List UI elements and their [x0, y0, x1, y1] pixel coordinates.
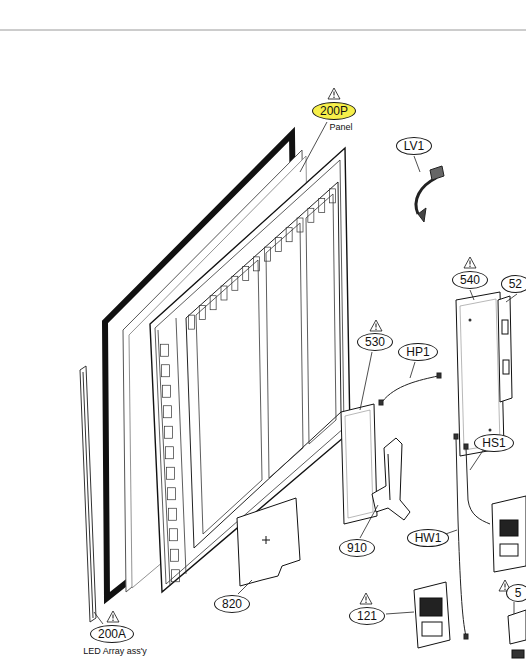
warning-triangle	[360, 593, 372, 604]
panel-rib	[308, 208, 314, 222]
panel-rib	[275, 237, 281, 251]
panel-rib	[165, 426, 173, 438]
callout-text: 5	[515, 587, 522, 599]
small-part	[508, 610, 526, 658]
panel-rib	[232, 276, 238, 290]
panel-rib	[163, 385, 171, 397]
speaker-module	[492, 496, 526, 572]
callout-text: 820	[222, 598, 242, 610]
panel-rib	[221, 286, 227, 300]
callout-text: 200P	[320, 105, 348, 117]
callout-text: HW1	[415, 532, 442, 544]
panel-rib	[188, 315, 194, 329]
panel-rib	[199, 305, 205, 319]
callout-text: 540	[460, 274, 480, 286]
panel-rib	[164, 406, 172, 418]
main-board	[456, 292, 504, 456]
callout-number: 121	[349, 607, 385, 625]
lvds-cable	[416, 166, 444, 222]
callout-text: 910	[347, 542, 367, 554]
panel-rib	[286, 228, 292, 242]
panel-rib	[169, 508, 177, 520]
led-array	[80, 366, 96, 622]
callout-text: 52	[509, 278, 522, 290]
hw1-cable	[454, 434, 468, 639]
panel-rib	[254, 257, 260, 271]
panel-rib	[330, 189, 336, 203]
panel-rib	[168, 488, 176, 500]
leader-line	[94, 122, 517, 624]
panel-rib	[210, 296, 216, 310]
panel-module	[150, 148, 350, 592]
panel-rib	[264, 247, 270, 261]
callout-number: HP1	[398, 343, 437, 361]
callout-number: 540	[452, 271, 488, 289]
panel-rib	[162, 365, 170, 377]
side-bracket	[498, 296, 512, 402]
callout-number: 820	[214, 595, 250, 613]
panel-rib	[170, 529, 178, 541]
part-name: LED Array ass'y	[83, 647, 147, 656]
callout-number: 910	[339, 539, 375, 557]
callout-text: HP1	[406, 346, 429, 358]
panel-rib	[172, 570, 180, 582]
callout-number: 200A	[90, 625, 134, 643]
callout-number: 200P	[312, 102, 356, 120]
callout-text: 530	[365, 336, 385, 348]
hs1-cable	[464, 444, 490, 524]
insulation-sheet	[237, 498, 300, 586]
panel-rib	[297, 218, 303, 232]
callout-text: HS1	[482, 437, 505, 449]
callout-number: HW1	[407, 529, 450, 547]
warning-triangle	[328, 88, 340, 99]
stand-bracket	[372, 438, 410, 520]
warning-triangle	[370, 320, 382, 331]
warning-triangle	[107, 611, 119, 622]
warning-triangle	[107, 88, 511, 622]
part-name: Panel	[329, 123, 352, 132]
callout-number: LV1	[396, 137, 432, 155]
callout-text: LV1	[404, 140, 424, 152]
callout-number: 530	[357, 333, 393, 351]
panel-rib	[319, 199, 325, 213]
callout-number: 5	[506, 584, 526, 602]
panel-rib	[161, 344, 169, 356]
callout-number: HS1	[474, 434, 513, 452]
callout-text: 200A	[98, 628, 126, 640]
panel-rib	[243, 267, 249, 281]
panel-rib	[167, 467, 175, 479]
speaker-module	[414, 582, 450, 648]
header-rule	[0, 30, 526, 31]
callout-number: 52	[501, 275, 526, 293]
callout-text: 121	[357, 610, 377, 622]
power-board	[341, 404, 377, 524]
panel-rib	[171, 549, 179, 561]
panel-rib	[166, 447, 174, 459]
warning-triangle	[464, 257, 476, 268]
